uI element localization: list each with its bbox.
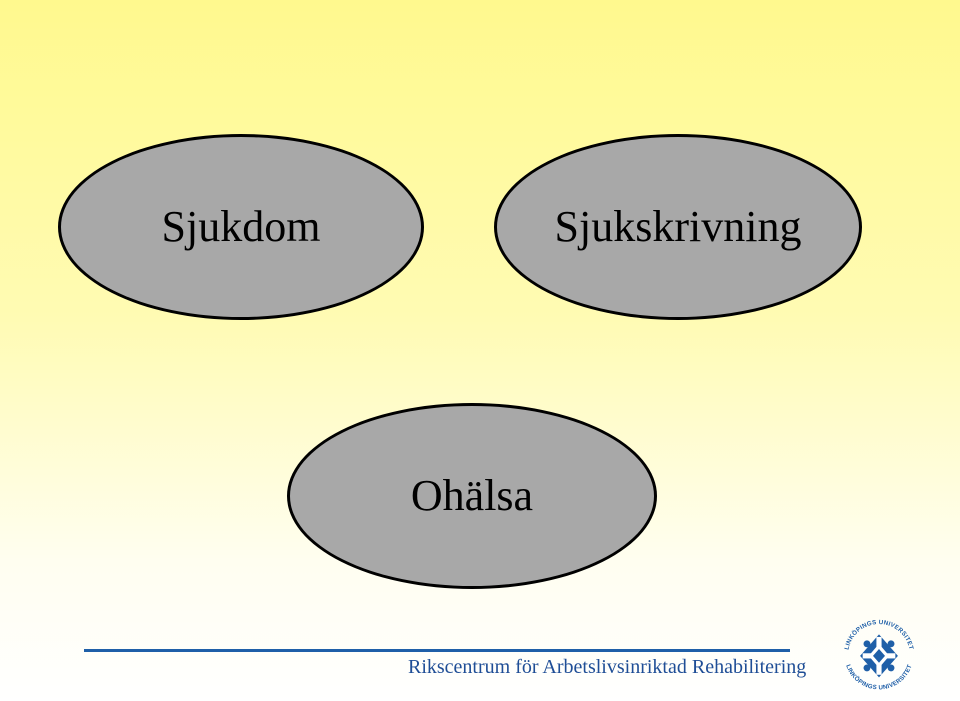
node-label: Sjukdom (161, 202, 321, 251)
node-label: Ohälsa (410, 471, 534, 520)
logo-emblem (860, 634, 898, 678)
linkoping-university-seal-icon: LINKÖPINGS UNIVERSITET LINKÖPINGS UNIVER… (844, 619, 915, 692)
node-ohalsa: Ohälsa (287, 403, 657, 589)
footer-divider (84, 649, 790, 652)
footer-organization: Rikscentrum för Arbetslivsinriktad Rehab… (408, 656, 807, 678)
node-sjukdom: Sjukdom (58, 134, 424, 320)
node-sjukskrivning: Sjukskrivning (494, 134, 862, 320)
node-label: Sjukskrivning (554, 202, 802, 251)
